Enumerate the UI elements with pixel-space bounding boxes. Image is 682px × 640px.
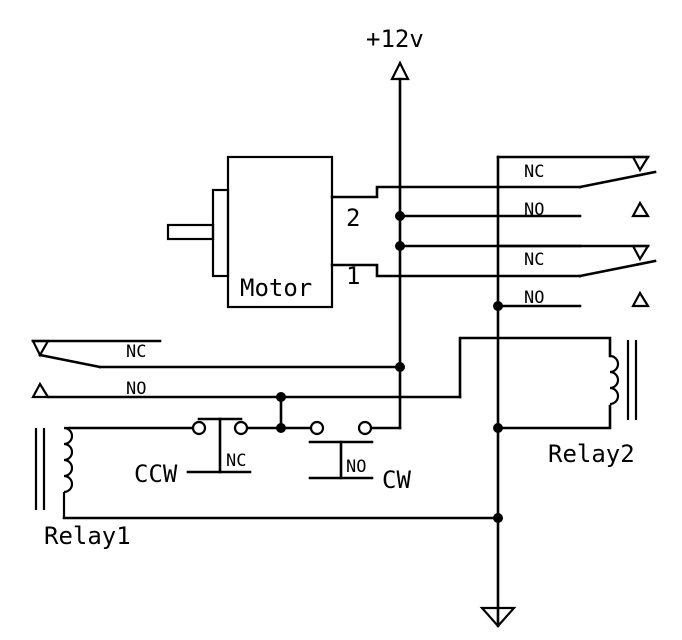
- relay1-no-terminal-icon: [31, 381, 50, 399]
- junction-dot: [493, 301, 503, 311]
- motor-lead-2-upper: [330, 185, 582, 199]
- cw-label: CW: [382, 466, 411, 494]
- supply-label: +12v: [366, 25, 424, 53]
- relay1-nc-label: NC: [126, 342, 146, 362]
- relay2-coil-return-wire: [496, 404, 612, 430]
- relay2-contact2-nc-label: NC: [524, 250, 544, 270]
- relay2-nc1-terminal-icon: [631, 155, 650, 173]
- relay2-coil-icon: [609, 340, 638, 420]
- junction-dot: [276, 423, 286, 433]
- relay2-coil-feed-wire: [458, 336, 612, 399]
- ccw-type-label: NC: [226, 451, 246, 471]
- relay1-no-label: NO: [126, 379, 146, 399]
- cw-switch-icon[interactable]: [308, 420, 374, 480]
- supply-arrow-icon: [390, 60, 410, 81]
- junction-dot: [276, 392, 286, 402]
- relay2-contact2-no-label: NO: [524, 288, 544, 308]
- relay1-label: Relay1: [44, 522, 131, 550]
- relay2-contact1-nc-label: NC: [524, 162, 544, 182]
- relay2-contact1-no-label: NO: [524, 200, 544, 220]
- motor-pin-2-label: 2: [346, 204, 360, 232]
- relay1-coil-icon: [34, 426, 74, 518]
- motor-lead-1-lower: [330, 263, 582, 278]
- junction-dot: [493, 513, 503, 523]
- relay2-label: Relay2: [548, 440, 635, 468]
- junction-dots: [276, 211, 503, 523]
- relay2-nc2-terminal-icon: [631, 244, 650, 262]
- junction-dot: [493, 423, 503, 433]
- ground-icon: [479, 606, 517, 628]
- motor-pin-1-label: 1: [346, 262, 360, 290]
- relay1-nc-terminal-icon: [31, 339, 50, 358]
- ccw-switch-icon[interactable]: [186, 417, 252, 474]
- relay2-no2-terminal-icon: [631, 290, 650, 308]
- ccw-label: CCW: [134, 460, 178, 488]
- motor-label: Motor: [240, 274, 312, 302]
- junction-dot: [395, 362, 405, 372]
- motor-symbol: [166, 155, 334, 309]
- cw-type-label: NO: [346, 457, 366, 477]
- junction-dot: [395, 211, 405, 221]
- relay1-contact: [31, 339, 162, 399]
- relay2-no1-terminal-icon: [631, 200, 650, 218]
- relay2-contact-2: [578, 244, 657, 308]
- junction-dot: [395, 241, 405, 251]
- relay2-contact-1: [578, 155, 657, 218]
